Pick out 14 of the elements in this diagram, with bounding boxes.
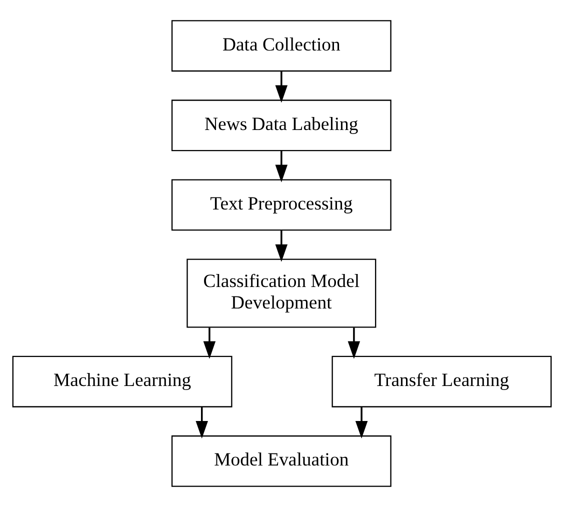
node-box: Transfer Learning — [332, 356, 552, 408]
node-box: Machine Learning — [12, 356, 232, 408]
node-box: Data Collection — [171, 20, 392, 72]
node-box: Model Evaluation — [171, 435, 392, 487]
arrow — [275, 230, 288, 262]
arrow — [355, 406, 368, 439]
node-box: Classification Model Development — [186, 258, 376, 328]
arrow — [275, 150, 288, 182]
node-box: Text Preprocessing — [171, 179, 392, 231]
arrow — [275, 71, 288, 103]
node-box: News Data Labeling — [171, 100, 392, 152]
arrow — [348, 328, 360, 359]
arrow — [203, 328, 216, 359]
arrow — [196, 406, 208, 439]
